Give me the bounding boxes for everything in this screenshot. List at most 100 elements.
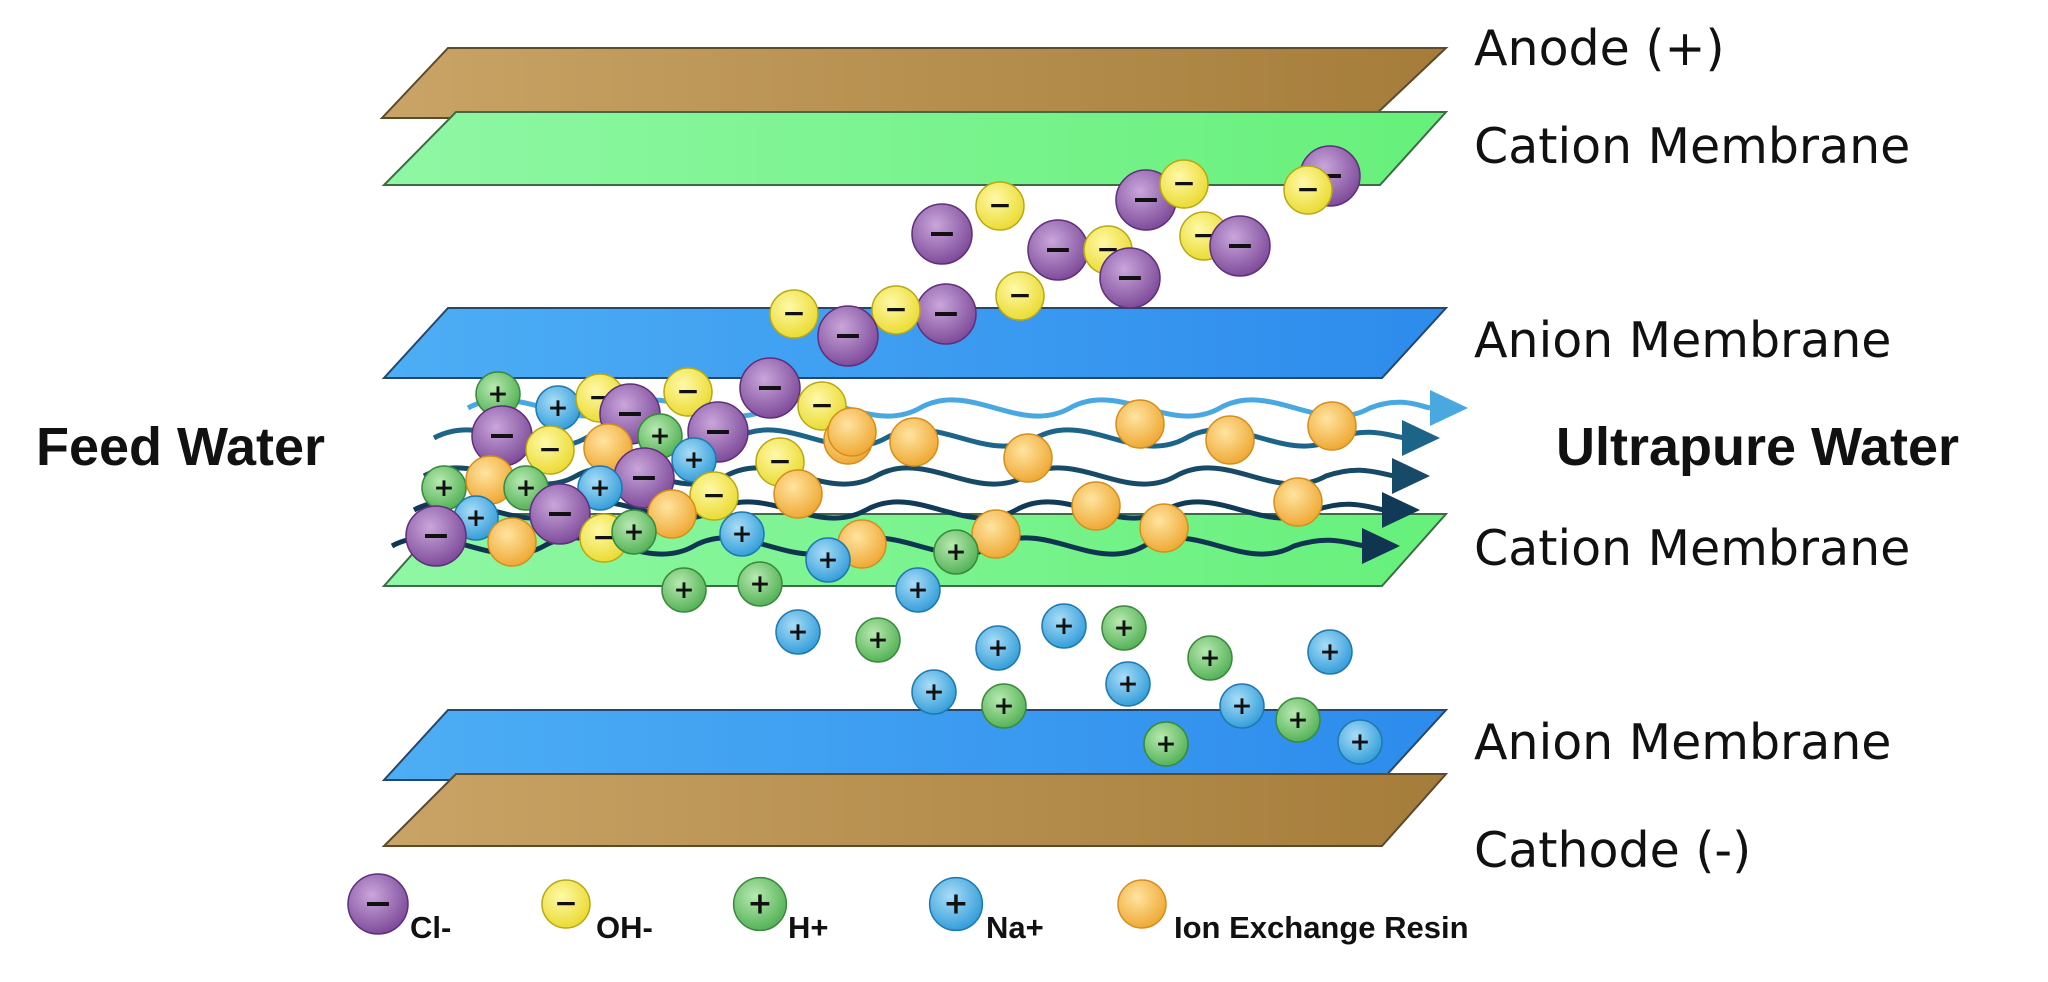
hydrogen-ion: +: [981, 683, 1027, 729]
hydrogen-ion-sign: +: [747, 887, 772, 922]
chloride-ion-sign: −: [1131, 180, 1160, 220]
hydrogen-ion: +: [855, 617, 901, 663]
resin-bead: [1003, 433, 1053, 483]
sodium-ion: +: [1219, 683, 1265, 729]
hydrogen-ion-sign: +: [650, 421, 671, 450]
chloride-ion-sign: −: [755, 368, 784, 408]
hydroxide-ion: −: [525, 425, 575, 475]
hydroxide-ion-sign: −: [768, 445, 791, 478]
hydroxide-ion: −: [995, 271, 1045, 321]
chloride-ion-sign: −: [363, 884, 392, 924]
label-anion-membrane-bottom: Anion Membrane: [1474, 714, 1892, 771]
label-anode: Anode (+): [1474, 20, 1725, 77]
sodium-ion-sign: +: [988, 633, 1009, 662]
sodium-ion: +: [1307, 629, 1353, 675]
flow-arrowhead: [1402, 420, 1440, 456]
resin-bead: [1307, 401, 1357, 451]
hydroxide-ion-sign: −: [538, 433, 561, 466]
resin-bead: [647, 489, 697, 539]
hydrogen-ion-sign: +: [1288, 705, 1309, 734]
hydroxide-ion: −: [1159, 159, 1209, 209]
hydrogen-ion: +: [737, 561, 783, 607]
anion-membrane-middle: [381, 307, 1449, 379]
sodium-ion-sign: +: [590, 473, 611, 502]
label-cation-membrane-top: Cation Membrane: [1474, 118, 1911, 175]
flow-arrowhead: [1382, 492, 1420, 528]
sodium-ion-sign: +: [924, 677, 945, 706]
resin-bead: [773, 469, 823, 519]
hydroxide-ion-sign: −: [676, 375, 699, 408]
sodium-ion: +: [1105, 661, 1151, 707]
chloride-ion: −: [1027, 219, 1089, 281]
resin-bead: [1205, 415, 1255, 465]
hydroxide-ion-sign: −: [554, 887, 577, 920]
chloride-ion: −: [347, 873, 409, 935]
feed-water-label: Feed Water: [36, 417, 326, 477]
hydrogen-ion-sign: +: [750, 569, 771, 598]
hydrogen-ion: +: [1187, 635, 1233, 681]
sodium-ion: +: [535, 385, 581, 431]
hydrogen-ion-sign: +: [1200, 643, 1221, 672]
resin-bead: [971, 509, 1021, 559]
hydrogen-ion-sign: +: [624, 517, 645, 546]
chloride-ion-sign: −: [927, 214, 956, 254]
chloride-ion-sign: −: [833, 316, 862, 356]
resin-bead: [1115, 399, 1165, 449]
flow-line: [422, 465, 1396, 487]
legend-chloride-label: Cl-: [410, 910, 452, 945]
hydrogen-ion: +: [933, 529, 979, 575]
hydroxide-ion-sign: −: [782, 297, 805, 330]
hydrogen-ion: +: [732, 876, 788, 932]
legend-resin-label: Ion Exchange Resin: [1174, 910, 1469, 945]
resin-bead: [1071, 481, 1121, 531]
chloride-ion-sign: −: [487, 416, 516, 456]
legend-hydroxide-label: OH-: [596, 910, 653, 945]
chloride-ion-sign: −: [931, 294, 960, 334]
hydrogen-ion: +: [661, 567, 707, 613]
resin-bead: [1139, 503, 1189, 553]
hydrogen-ion-sign: +: [674, 575, 695, 604]
hydrogen-ion: +: [637, 413, 683, 459]
sodium-ion-sign: +: [1232, 691, 1253, 720]
sodium-ion: +: [671, 437, 717, 483]
hydroxide-ion-sign: −: [810, 389, 833, 422]
hydrogen-ion-sign: +: [868, 625, 889, 654]
hydrogen-ion: +: [475, 371, 521, 417]
sodium-ion: +: [775, 609, 821, 655]
sodium-ion-sign: +: [1054, 611, 1075, 640]
resin-bead: [889, 417, 939, 467]
hydroxide-ion: −: [871, 285, 921, 335]
anode-plate: [379, 47, 1449, 119]
sodium-ion-sign: +: [732, 519, 753, 548]
hydrogen-ion: +: [1143, 721, 1189, 767]
chloride-ion: −: [1209, 215, 1271, 277]
hydrogen-ion: +: [1101, 605, 1147, 651]
hydrogen-ion-sign: +: [516, 473, 537, 502]
resin-bead: [1273, 477, 1323, 527]
legend-sodium-label: Na+: [986, 910, 1044, 945]
chloride-ion: −: [405, 505, 467, 567]
chloride-ion-sign: −: [629, 458, 658, 498]
ion-particles: −−−−−−−−−−−−−−−−++−−−−−−−+−+−−+++−+−−−++…: [405, 145, 1383, 767]
flow-arrowhead: [1362, 528, 1400, 564]
hydroxide-ion: −: [769, 289, 819, 339]
hydroxide-ion: −: [689, 471, 739, 521]
hydrogen-ion: +: [421, 465, 467, 511]
sodium-ion: +: [975, 625, 1021, 671]
sodium-ion: +: [577, 465, 623, 511]
chloride-ion-sign: −: [1115, 258, 1144, 298]
hydroxide-ion-sign: −: [592, 521, 615, 554]
hydroxide-ion: −: [975, 181, 1025, 231]
chloride-ion: −: [911, 203, 973, 265]
sodium-ion-sign: +: [818, 545, 839, 574]
sodium-ion-sign: +: [943, 887, 968, 922]
sodium-ion: +: [1041, 603, 1087, 649]
hydroxide-ion: −: [1283, 165, 1333, 215]
sodium-ion-sign: +: [1118, 669, 1139, 698]
hydrogen-ion-sign: +: [1156, 729, 1177, 758]
chloride-ion: −: [915, 283, 977, 345]
hydroxide-ion-sign: −: [988, 189, 1011, 222]
legend-hydrogen-label: H+: [788, 910, 829, 945]
chloride-ion-sign: −: [545, 494, 574, 534]
